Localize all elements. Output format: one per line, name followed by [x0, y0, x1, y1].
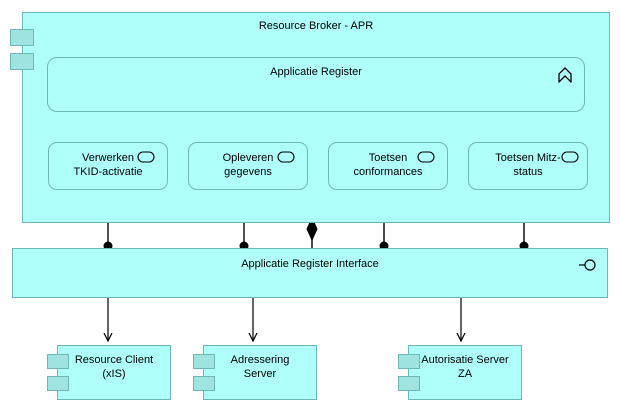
function-label: Toetsen conformances: [353, 152, 423, 178]
component-icon-tab-lower: [398, 376, 420, 391]
component-label: Adressering Server: [230, 354, 290, 380]
component-icon-tab-upper: [47, 354, 69, 369]
application-function-icon: [137, 151, 155, 163]
component-resource-client-xis[interactable]: Resource Client (xIS): [47, 345, 171, 400]
component-label: Resource Client (xIS): [74, 354, 154, 380]
application-function-verwerken-tkid-activatie[interactable]: Verwerken TKID-activatie: [48, 142, 168, 190]
application-function-opleveren-gegevens[interactable]: Opleveren gegevens: [188, 142, 308, 190]
component-icon-tab-lower: [10, 53, 34, 70]
broker-title: Resource Broker - APR: [258, 20, 374, 32]
app-register-label: Applicatie Register: [270, 66, 362, 78]
component-icon-tab-lower: [47, 376, 69, 391]
component-resource-broker-apr[interactable]: Resource Broker - APR: [22, 12, 610, 223]
component-label: Autorisatie Server ZA: [421, 354, 509, 380]
component-icon-tab-upper: [10, 29, 34, 46]
component-adressering-server[interactable]: Adressering Server: [193, 345, 317, 400]
application-function-icon: [561, 151, 579, 163]
application-service-applicatie-register[interactable]: Applicatie Register: [47, 57, 585, 112]
application-function-icon: [277, 151, 295, 163]
component-autorisatie-server-za[interactable]: Autorisatie Server ZA: [398, 345, 522, 400]
component-icon-tab-lower: [193, 376, 215, 391]
application-collaboration-chevron-icon: [556, 66, 574, 84]
function-label: Opleveren gegevens: [222, 152, 274, 178]
app-interface-label: Applicatie Register Interface: [241, 258, 379, 270]
interface-lollipop-icon: [578, 258, 598, 272]
application-function-toetsen-conformances[interactable]: Toetsen conformances: [328, 142, 448, 190]
application-function-toetsen-mitz-status[interactable]: Toetsen Mitz- status: [468, 142, 588, 190]
component-icon-tab-upper: [398, 354, 420, 369]
component-icon-tab-upper: [193, 354, 215, 369]
function-label: Toetsen Mitz- status: [495, 152, 561, 178]
application-function-icon: [417, 151, 435, 163]
function-label: Verwerken TKID-activatie: [73, 152, 143, 178]
application-interface-applicatie-register-interface[interactable]: Applicatie Register Interface: [12, 248, 608, 298]
serving-connectors: [108, 298, 461, 341]
